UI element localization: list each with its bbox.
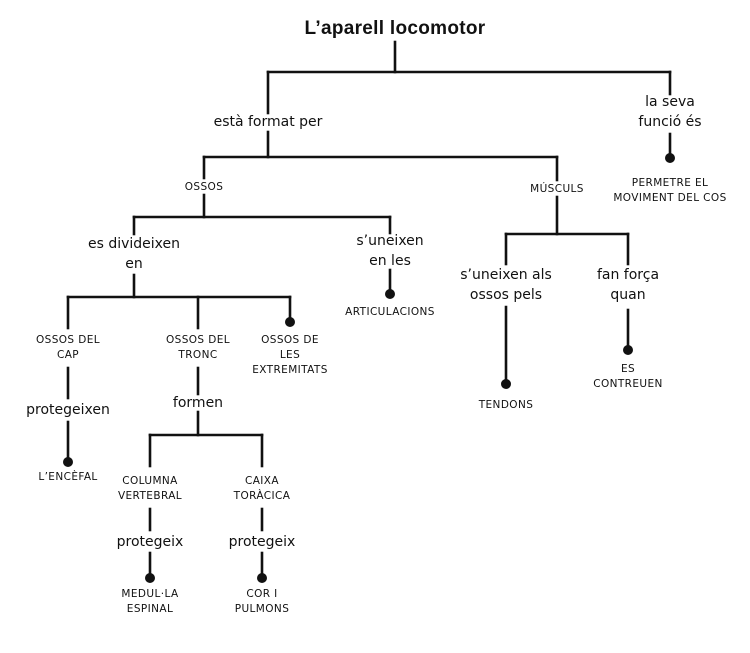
label-line: en (125, 256, 143, 272)
node-line: TORÀCICA (233, 490, 291, 502)
label-line: fan força (596, 267, 660, 283)
connector-dot (257, 573, 267, 583)
node-line: MEDUL·LA (121, 588, 179, 600)
label-protegeixen: protegeixen (26, 402, 110, 418)
node-encefal: L’ENCÈFAL (38, 471, 98, 483)
label-line: quan (610, 287, 646, 303)
node-line: OSSOS DEL (165, 334, 231, 346)
node-line: TRONC (178, 349, 218, 361)
node-line: CONTREUEN (593, 378, 663, 390)
node-line: OSSOS DE (261, 334, 319, 346)
node-es-contreuen: ES CONTREUEN (593, 362, 663, 392)
node-line: VERTEBRAL (117, 490, 183, 502)
connector-dot (145, 573, 155, 583)
node-ossos-cap: OSSOS DEL CAP (36, 333, 100, 363)
node-permetre-moviment: PERMETRE EL MOVIMENT DEL COS (613, 176, 726, 206)
node-ossos-extremitats: OSSOS DE LES EXTREMITATS (252, 333, 328, 378)
node-tendons: TENDONS (478, 399, 534, 411)
node-line: PERMETRE EL (631, 177, 709, 189)
label-line: ossos pels (469, 287, 543, 303)
label-funcio-es: la seva funció és (638, 92, 701, 132)
label-protegeix-columna: protegeix (116, 534, 184, 550)
node-articulacions: ARTICULACIONS (345, 306, 435, 318)
node-musculs: MÚSCULS (530, 183, 584, 195)
connector-dot (63, 457, 73, 467)
label-line: s’uneixen (356, 233, 424, 249)
node-line: COR I (246, 588, 278, 600)
node-line: OSSOS DEL (35, 334, 101, 346)
label-formen: formen (172, 395, 224, 411)
label-fan-forca: fan força quan (597, 265, 659, 305)
label-format-per: està format per (213, 114, 323, 130)
node-columna-vertebral: COLUMNA VERTEBRAL (118, 474, 182, 504)
connector-dot (285, 317, 295, 327)
connector-dot (623, 345, 633, 355)
label-uneixen-ossos: s’uneixen als ossos pels (460, 265, 552, 305)
node-line: CAIXA (244, 475, 279, 487)
label-es-divideixen: es divideixen en (88, 234, 180, 274)
connector-dot (501, 379, 511, 389)
node-line: CAP (56, 349, 80, 361)
label-line: funció és (638, 114, 702, 130)
label-line: es divideixen (87, 236, 181, 252)
label-protegeix-caixa: protegeix (228, 534, 296, 550)
node-ossos: OSSOS (184, 181, 224, 193)
node-line: ES (620, 363, 636, 375)
node-caixa-toracica: CAIXA TORÀCICA (234, 474, 291, 504)
node-line: COLUMNA (122, 475, 178, 487)
node-line: MOVIMENT DEL COS (613, 192, 727, 204)
node-cor-pulmons: COR I PULMONS (235, 587, 290, 617)
node-line: PULMONS (234, 603, 290, 615)
node-line: ESPINAL (126, 603, 174, 615)
connector-dot (385, 289, 395, 299)
diagram-title: L’aparell locomotor (304, 18, 486, 39)
label-uneixen-en-les: s’uneixen en les (356, 231, 423, 271)
label-line: en les (369, 253, 411, 269)
connector-dot (665, 153, 675, 163)
label-line: s’uneixen als (460, 267, 552, 283)
node-line: EXTREMITATS (252, 364, 328, 376)
node-medulla-espinal: MEDUL·LA ESPINAL (121, 587, 178, 617)
node-line: LES (279, 349, 301, 361)
label-line: la seva (645, 94, 695, 110)
node-ossos-tronc: OSSOS DEL TRONC (166, 333, 230, 363)
